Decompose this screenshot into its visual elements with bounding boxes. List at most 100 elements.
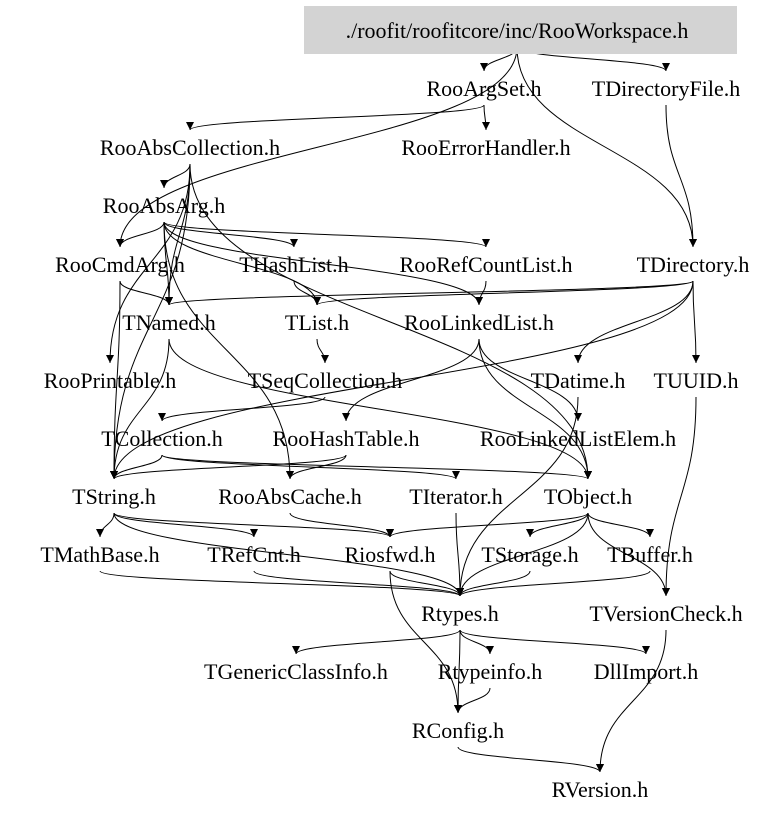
edge-Rtypeinfo-to-RConfig [454,687,491,714]
edge-TList-to-TSeqCollection [316,338,329,364]
edge-root-to-TDirectory [516,46,697,248]
node-TRefCnt[interactable]: TRefCnt.h [207,542,301,567]
node-TBuffer[interactable]: TBuffer.h [607,542,693,567]
node-label: Riosfwd.h [344,542,435,567]
edge-TObject-to-TBuffer [587,512,654,538]
edge-Rtypes-to-Rtypeinfo [459,629,494,655]
node-RVersion[interactable]: RVersion.h [552,777,649,802]
node-TGenericClassInfo[interactable]: TGenericClassInfo.h [204,659,388,684]
node-root[interactable]: ./roofit/roofitcore/inc/RooWorkspace.h [304,6,737,54]
node-label: TVersionCheck.h [589,601,742,626]
node-RooRefCountList[interactable]: RooRefCountList.h [400,252,573,277]
node-label: RConfig.h [412,718,504,743]
node-label: TDirectory.h [637,252,750,277]
node-label: RooAbsCache.h [218,484,362,509]
node-RooAbsCache[interactable]: RooAbsCache.h [218,484,362,509]
edge-RooAbsCollection-to-TString [110,163,191,480]
edge-TString-to-TRefCnt [113,512,258,538]
node-label: TStorage.h [481,542,578,567]
edge-TDirectoryFile-to-TDirectory [665,104,697,248]
node-label: TMathBase.h [40,542,159,567]
edge-TDirectory-to-TUUID [691,280,700,364]
node-label: RooHashTable.h [273,426,420,451]
node-label: RooPrintable.h [44,368,177,393]
edge-RooArgSet-to-RooErrorHandler [481,104,490,131]
node-TObject[interactable]: TObject.h [544,484,632,509]
edge-TSeqCollection-to-TCollection [158,396,326,422]
edge-Riosfwd-to-RConfig [389,570,462,714]
node-RooAbsArg[interactable]: RooAbsArg.h [103,193,225,218]
edge-RooArgSet-to-RooAbsCollection [186,104,485,131]
node-Riosfwd[interactable]: Riosfwd.h [344,542,435,567]
node-label: TCollection.h [101,426,223,451]
node-TIterator[interactable]: TIterator.h [409,484,502,509]
node-label: RooAbsCollection.h [100,135,280,160]
node-TString[interactable]: TString.h [72,484,156,509]
edge-RooAbsCache-to-Riosfwd [289,512,394,538]
edge-THashList-to-TList [293,280,321,306]
node-label: TSeqCollection.h [248,368,403,393]
node-TUUID[interactable]: TUUID.h [654,368,739,393]
node-label: Rtypeinfo.h [438,659,543,684]
edge-TDirectory-to-TDatime [574,280,694,364]
node-label: TObject.h [544,484,632,509]
node-TMathBase[interactable]: TMathBase.h [40,542,159,567]
node-Rtypeinfo[interactable]: Rtypeinfo.h [438,659,543,684]
node-TVersionCheck[interactable]: TVersionCheck.h [589,601,742,626]
edge-RooAbsArg-to-RooAbsCache [163,221,294,480]
node-RooPrintable[interactable]: RooPrintable.h [44,368,177,393]
node-TNamed[interactable]: TNamed.h [122,310,215,335]
edge-RooAbsCollection-to-RooAbsArg [160,163,191,189]
node-label: TDirectoryFile.h [592,76,740,101]
edge-TDirectory-to-TList [313,280,694,306]
edge-TDirectory-to-TNamed [165,280,694,306]
edge-TMathBase-to-Rtypes [99,570,464,597]
node-RooHashTable[interactable]: RooHashTable.h [273,426,420,451]
node-TDatime[interactable]: TDatime.h [531,368,626,393]
node-RooErrorHandler[interactable]: RooErrorHandler.h [401,135,570,160]
node-TDirectoryFile[interactable]: TDirectoryFile.h [592,76,740,101]
edges-layer [96,46,700,773]
node-RooAbsCollection[interactable]: RooAbsCollection.h [100,135,280,160]
node-TList[interactable]: TList.h [285,310,349,335]
node-RooLinkedList[interactable]: RooLinkedList.h [404,310,554,335]
edge-TObject-to-Riosfwd [386,512,589,538]
node-TCollection[interactable]: TCollection.h [101,426,223,451]
node-DllImport[interactable]: DllImport.h [594,659,699,684]
node-THashList[interactable]: THashList.h [239,252,348,277]
edge-RooAbsArg-to-THashList [163,221,298,248]
node-label: RooCmdArg.h [55,252,185,277]
edge-RooLinkedList-to-RooHashTable [342,338,480,422]
node-label: RooRefCountList.h [400,252,573,277]
edge-TIterator-to-Rtypes [455,512,464,597]
node-TDirectory[interactable]: TDirectory.h [637,252,750,277]
node-label: TNamed.h [122,310,215,335]
node-label: TDatime.h [531,368,626,393]
edge-TRefCnt-to-Rtypes [253,570,464,597]
node-label: RooAbsArg.h [103,193,225,218]
edge-TString-to-Riosfwd [113,512,394,538]
edge-Rtypes-to-RConfig [454,629,463,714]
node-RooLinkedListElem[interactable]: RooLinkedListElem.h [480,426,676,451]
node-label: TString.h [72,484,156,509]
edge-RooHashTable-to-TString [110,454,347,480]
edge-RooAbsArg-to-RooCmdArg [116,221,165,248]
node-RConfig[interactable]: RConfig.h [412,718,504,743]
node-label: TBuffer.h [607,542,693,567]
edge-TString-to-Rtypes [113,512,464,597]
node-TStorage[interactable]: TStorage.h [481,542,578,567]
edge-TBuffer-to-Rtypes [456,570,651,597]
edge-RooLinkedList-to-RooLinkedListElem [478,338,582,422]
node-RooCmdArg[interactable]: RooCmdArg.h [55,252,185,277]
node-label: ./roofit/roofitcore/inc/RooWorkspace.h [346,18,689,43]
node-RooArgSet[interactable]: RooArgSet.h [426,76,541,101]
edge-TCollection-to-TObject [161,454,592,480]
node-label: RVersion.h [552,777,649,802]
edge-TCollection-to-TIterator [161,454,460,480]
edge-RooAbsCollection-to-RooPrintable [106,163,191,364]
node-Rtypes[interactable]: Rtypes.h [421,601,499,626]
edge-RooAbsArg-to-TList [163,221,321,306]
edge-RConfig-to-RVersion [457,746,604,773]
node-TSeqCollection[interactable]: TSeqCollection.h [248,368,403,393]
node-label: DllImport.h [594,659,699,684]
